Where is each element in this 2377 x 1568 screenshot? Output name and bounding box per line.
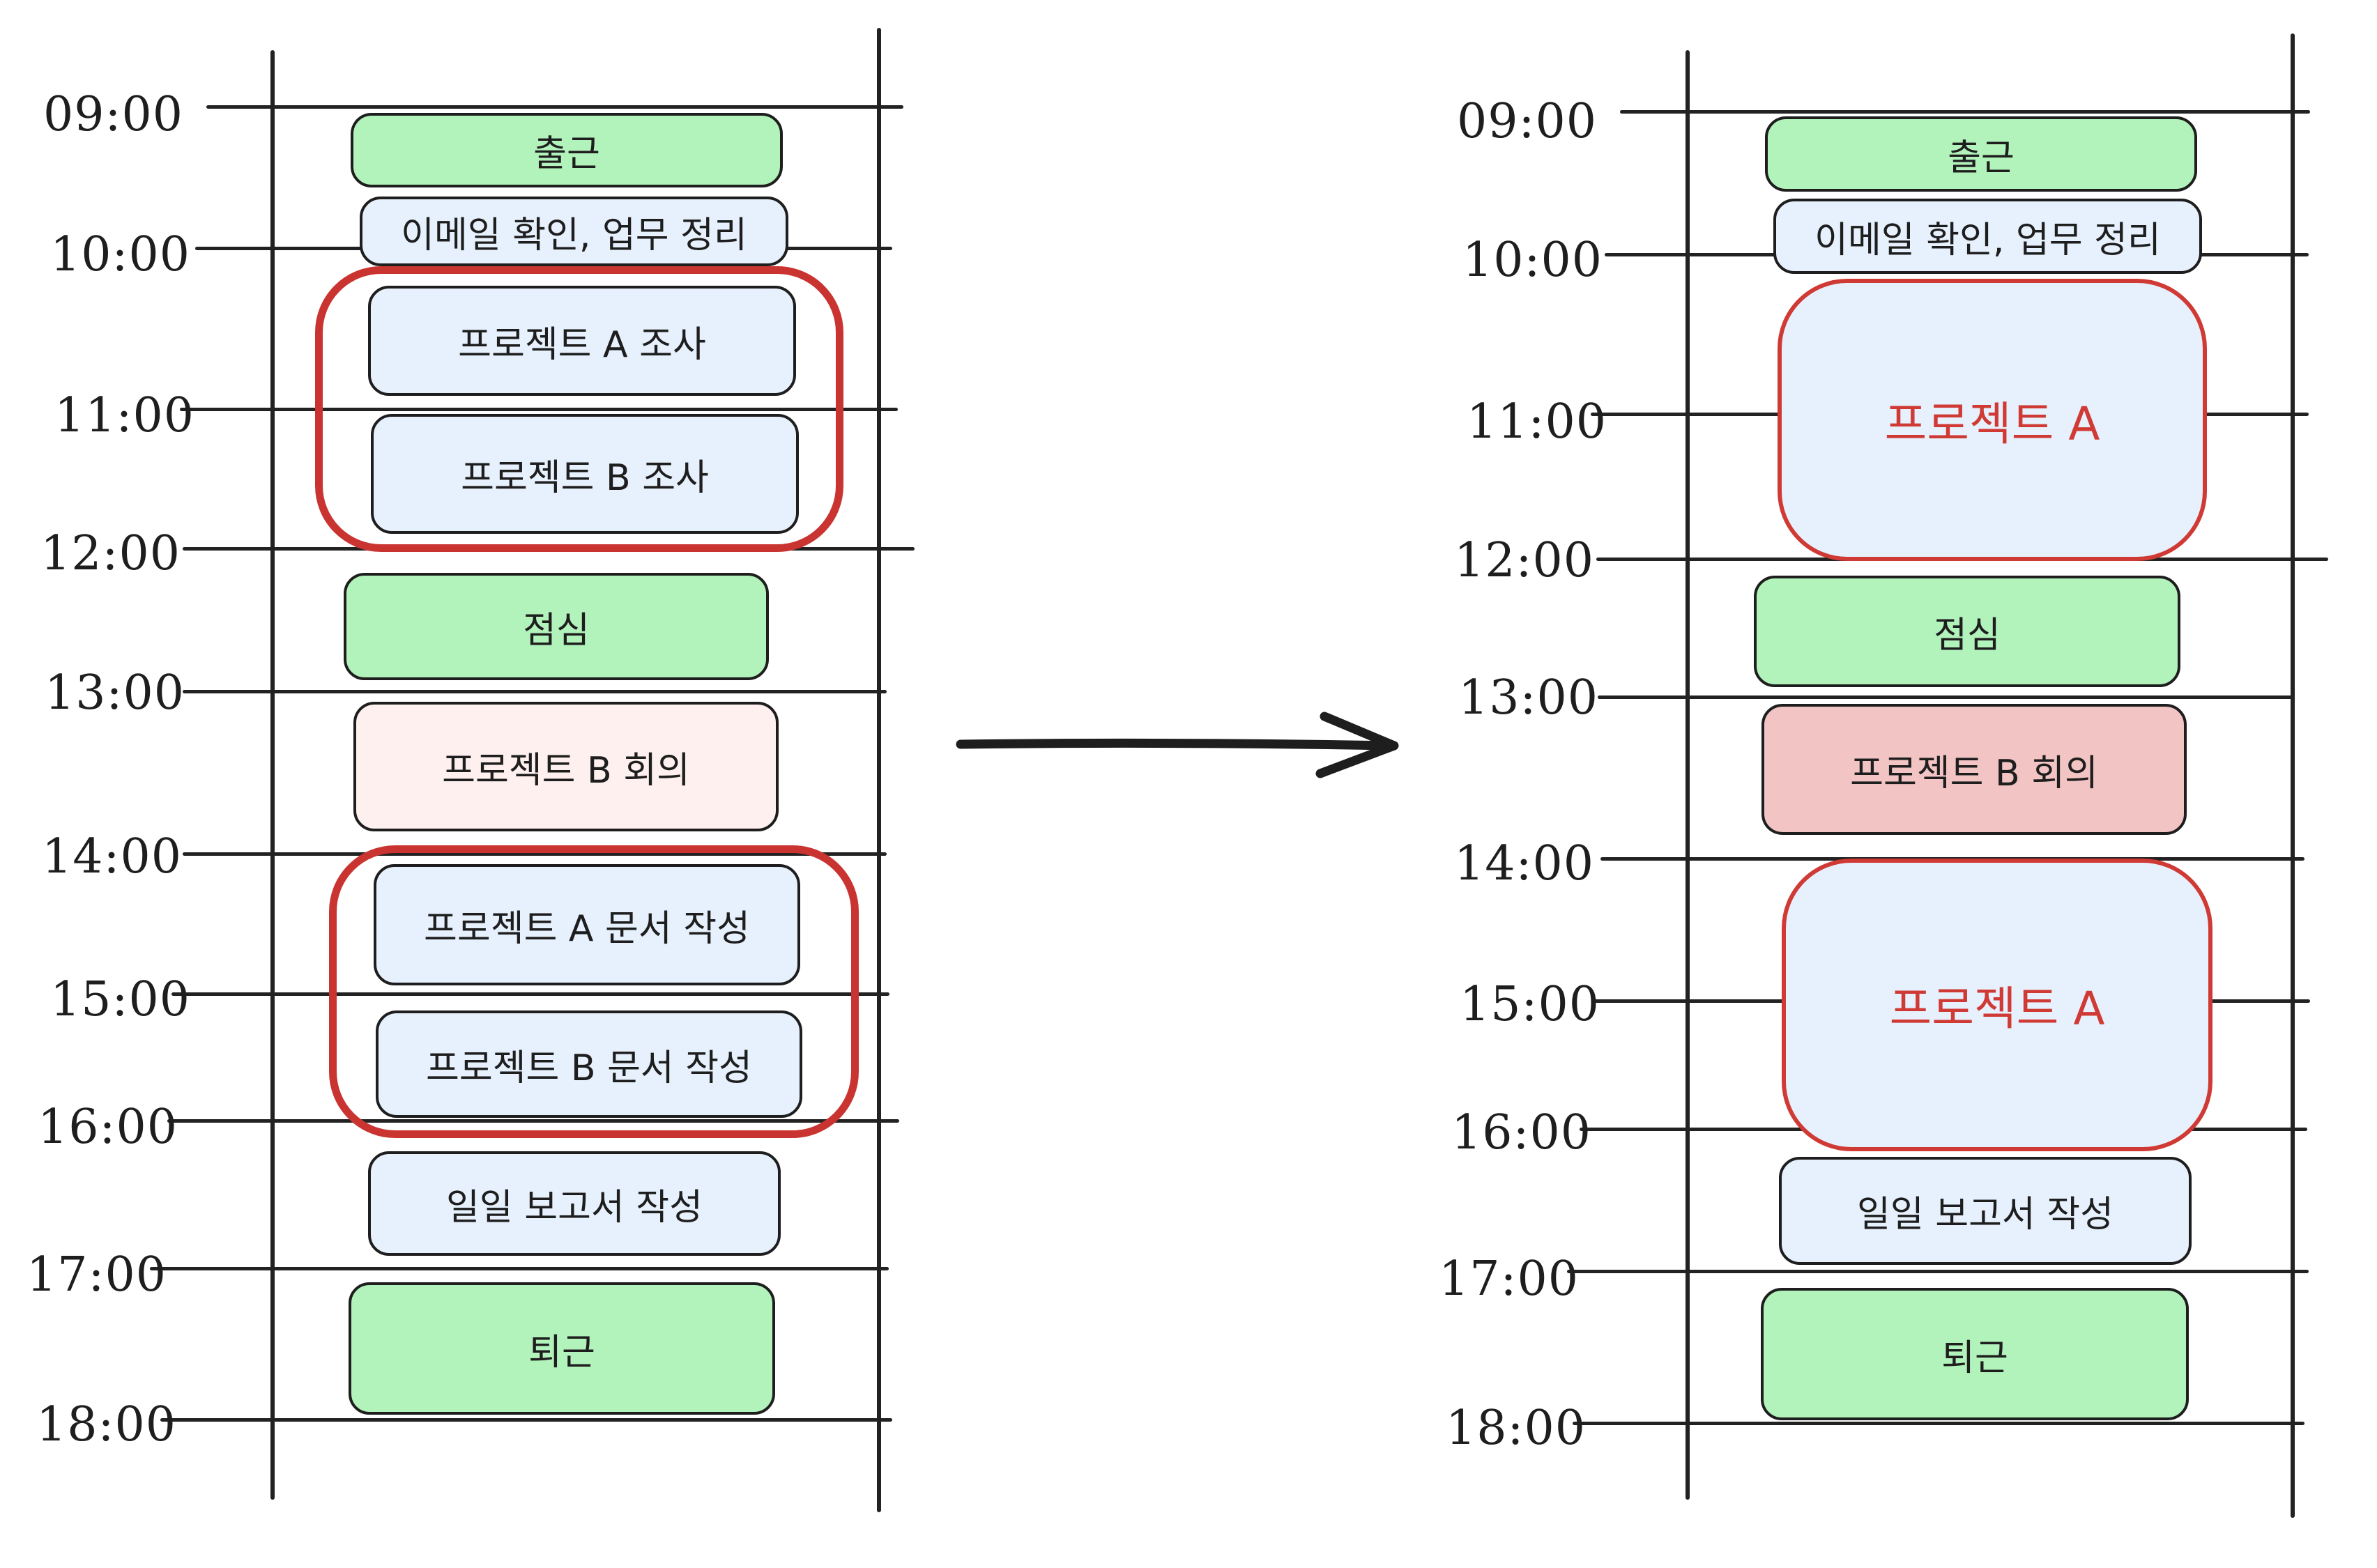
- schedule-block-lunch[interactable]: 점심: [344, 573, 769, 680]
- block-label: 퇴근: [1941, 1337, 2008, 1379]
- schedule-block-project-b-research[interactable]: 프로젝트 B 조사: [371, 414, 799, 534]
- before-hour-line: [167, 1119, 899, 1123]
- before-hour-line: [160, 1418, 892, 1422]
- before-hour-label: 12:00: [40, 526, 181, 581]
- after-hour-line: [1573, 1422, 2305, 1425]
- before-hour-line: [150, 1267, 889, 1270]
- before-hour-line: [206, 105, 903, 109]
- schedule-block-project-a-research[interactable]: 프로젝트 A 조사: [368, 286, 796, 396]
- schedule-block-project-b-meeting[interactable]: 프로젝트 B 회의: [353, 702, 779, 831]
- arrow-right-icon: [956, 712, 1399, 778]
- project-a-b-docs-group: [329, 845, 859, 1138]
- after-hour-line: [1620, 110, 2310, 114]
- after-hour-label: 12:00: [1454, 533, 1594, 588]
- before-hour-label: 09:00: [43, 87, 183, 142]
- schedule-block-email[interactable]: 이메일 확인, 업무 정리: [360, 197, 788, 266]
- block-label: 프로젝트 B 회의: [442, 749, 690, 792]
- before-hour-label: 13:00: [45, 666, 185, 721]
- block-label: 점심: [523, 609, 590, 652]
- after-hour-label: 09:00: [1457, 94, 1597, 149]
- schedule-block-daily-report[interactable]: 일일 보고서 작성: [1779, 1157, 2192, 1265]
- schedule-block-leave[interactable]: 퇴근: [1761, 1288, 2189, 1420]
- before-hour-label: 14:00: [42, 829, 182, 884]
- schedule-block-leave[interactable]: 퇴근: [349, 1282, 775, 1415]
- schedule-block-lunch[interactable]: 점심: [1754, 576, 2180, 687]
- block-label: 프로젝트 B 조사: [461, 456, 709, 499]
- after-hour-label: 10:00: [1462, 233, 1603, 288]
- block-label: 이메일 확인, 업무 정리: [401, 214, 747, 256]
- after-hour-line: [1598, 695, 2295, 699]
- block-label: 프로젝트 A 문서 작성: [424, 907, 750, 950]
- block-label: 점심: [1934, 614, 2001, 656]
- after-left-rail: [1686, 50, 1690, 1500]
- before-hour-label: 18:00: [36, 1397, 176, 1452]
- after-hour-label: 18:00: [1446, 1401, 1586, 1456]
- schedule-block-email[interactable]: 이메일 확인, 업무 정리: [1773, 199, 2202, 274]
- block-label: 프로젝트 A: [1884, 397, 2100, 451]
- before-hour-line: [183, 690, 887, 693]
- block-label: 출근: [1948, 137, 2015, 179]
- after-hour-line: [1567, 1270, 2309, 1273]
- before-hour-label: 11:00: [54, 388, 194, 443]
- after-hour-label: 15:00: [1460, 977, 1600, 1032]
- before-right-rail: [877, 28, 881, 1512]
- before-hour-line: [183, 852, 887, 856]
- block-label: 프로젝트 A: [1889, 982, 2105, 1036]
- block-label: 프로젝트 A 조사: [458, 323, 706, 366]
- after-right-rail: [2291, 33, 2295, 1518]
- before-hour-label: 10:00: [50, 227, 190, 282]
- schedule-block-daily-report[interactable]: 일일 보고서 작성: [368, 1151, 781, 1256]
- after-hour-label: 13:00: [1458, 670, 1598, 725]
- schedule-block-project-b-meeting[interactable]: 프로젝트 B 회의: [1761, 704, 2187, 835]
- before-hour-line: [171, 992, 889, 996]
- after-hour-label: 14:00: [1454, 836, 1594, 891]
- schedule-block-project-b-docs[interactable]: 프로젝트 B 문서 작성: [376, 1010, 802, 1118]
- schedule-block-project-a-merged[interactable]: 프로젝트 A: [1782, 859, 2212, 1151]
- block-label: 프로젝트 B 문서 작성: [426, 1047, 752, 1089]
- schedule-block-project-a-docs[interactable]: 프로젝트 A 문서 작성: [374, 864, 800, 985]
- after-hour-label: 11:00: [1467, 394, 1607, 449]
- block-label: 일일 보고서 작성: [446, 1186, 703, 1229]
- block-label: 이메일 확인, 업무 정리: [1814, 219, 2161, 261]
- schedule-block-arrival[interactable]: 출근: [351, 113, 783, 187]
- after-hour-label: 16:00: [1451, 1105, 1591, 1160]
- block-label: 출근: [533, 133, 600, 175]
- before-hour-label: 15:00: [50, 972, 190, 1027]
- before-hour-line: [180, 408, 898, 411]
- after-hour-label: 17:00: [1439, 1252, 1579, 1307]
- block-label: 퇴근: [528, 1331, 595, 1374]
- before-left-rail: [270, 50, 275, 1500]
- block-label: 일일 보고서 작성: [1857, 1194, 2114, 1236]
- before-hour-label: 16:00: [38, 1100, 178, 1155]
- schedule-block-project-a-merged[interactable]: 프로젝트 A: [1778, 279, 2207, 561]
- project-a-b-research-group: [315, 266, 843, 552]
- block-label: 프로젝트 B 회의: [1850, 752, 2098, 794]
- before-hour-label: 17:00: [26, 1247, 167, 1302]
- schedule-block-arrival[interactable]: 출근: [1765, 116, 2197, 192]
